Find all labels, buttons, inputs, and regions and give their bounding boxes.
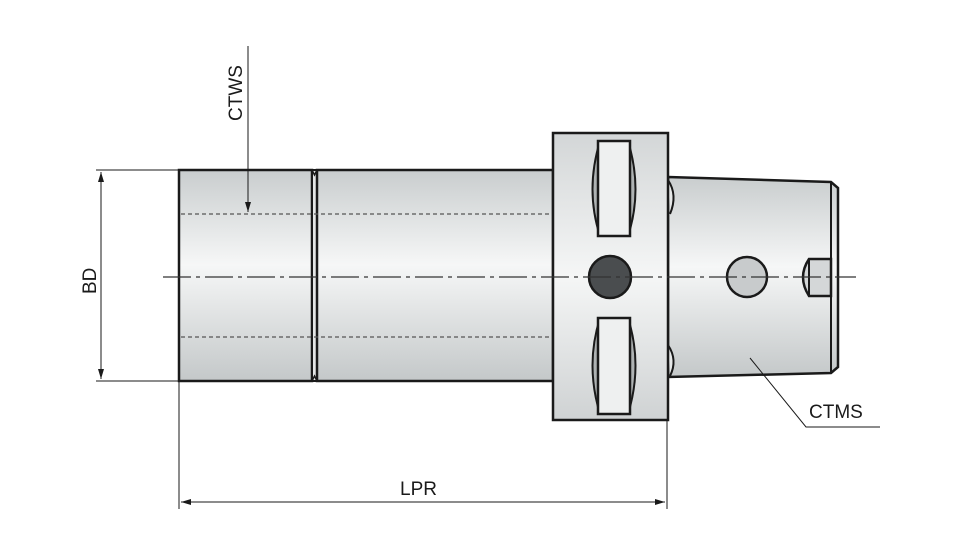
lpr-label: LPR bbox=[400, 479, 437, 500]
bd-label: BD bbox=[80, 267, 101, 294]
workpiece-side-cylinder bbox=[177, 168, 314, 383]
top-key-slot bbox=[591, 139, 637, 238]
bottom-key-slot bbox=[591, 316, 637, 416]
shank-cylinder bbox=[315, 168, 555, 383]
lpr-dimension bbox=[178, 381, 668, 509]
hidden-lines bbox=[181, 213, 551, 338]
bd-dimension bbox=[96, 169, 179, 382]
ctms-leader bbox=[749, 357, 880, 428]
ctms-label: CTMS bbox=[809, 402, 863, 423]
ctws-label: CTWS bbox=[226, 65, 247, 121]
